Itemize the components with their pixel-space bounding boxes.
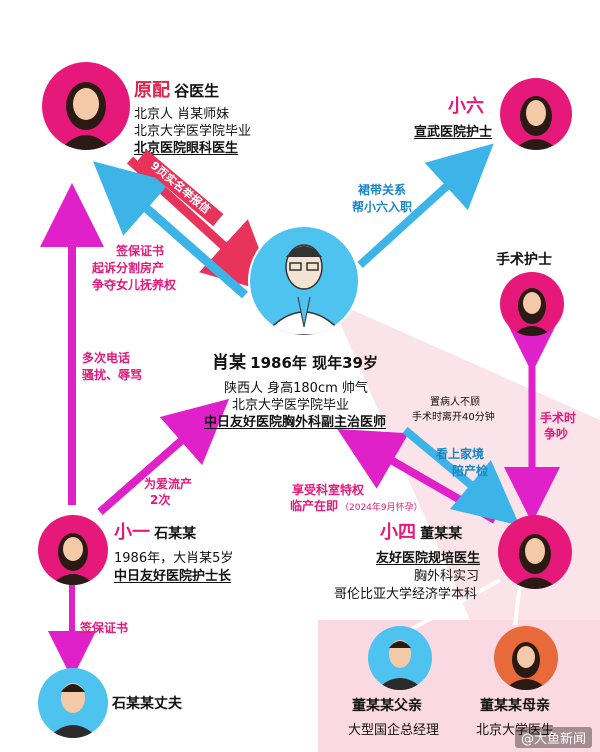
mother-label: 董某某母亲	[480, 698, 550, 714]
center-avatar	[248, 225, 360, 337]
link-xiaosi-father	[409, 578, 501, 632]
husband-label: 石某某丈夫	[112, 696, 182, 712]
xiaoliu-tag: 小六	[448, 96, 484, 117]
xiaoyi-name: 石某某	[154, 526, 197, 542]
label-surgery-note-1: 置病人不顾	[430, 397, 480, 408]
label-center-to-xiaosi-2: 陪产检	[452, 464, 489, 478]
wife-line1: 北京人 肖某师妹	[134, 107, 230, 122]
center-line2: 陕西人 身高180cm 帅气	[224, 381, 368, 396]
arrow-center-to-wife	[92, 161, 248, 299]
arrow-center-to-xiaosi	[402, 426, 520, 526]
surgical-nurse-avatar	[500, 272, 564, 336]
man-icon	[376, 640, 424, 690]
xiaosi-name: 董某某	[420, 526, 463, 542]
wife-tag: 原配	[134, 80, 170, 101]
woman-icon	[512, 288, 552, 336]
watermark: @大鱼新闻	[514, 727, 592, 748]
wife-avatar	[42, 62, 130, 150]
label-center-to-wife-1: 签保证书	[116, 244, 165, 258]
mother-sub: 北京大学医生	[476, 723, 555, 738]
label-xiaoyi-to-center-1: 为爱流产	[144, 477, 193, 491]
xiaosi-line2: 胸外科实习	[414, 569, 480, 584]
label-xiaosi-to-center-3: （2024年9月怀孕）	[340, 503, 423, 513]
label-center-to-xiaoliu-1: 裙带关系	[358, 183, 407, 197]
xiaoliu-line1: 宣武医院护士	[414, 125, 493, 140]
center-name: 肖某	[212, 353, 246, 373]
wife-name: 谷医生	[174, 82, 220, 100]
woman-icon	[60, 82, 112, 150]
label-center-to-wife-3: 争夺女儿抚养权	[92, 278, 177, 292]
label-xiaosi-to-center-1: 享受科室特权	[292, 483, 365, 497]
label-xiaoyi-to-wife-1: 多次电话	[82, 351, 131, 365]
xiaoliu-avatar	[500, 78, 572, 150]
label-center-to-xiaosi-1: 看上家境	[436, 447, 485, 461]
man-icon	[48, 683, 98, 738]
label-xiaoyi-to-wife-2: 骚扰、辱骂	[82, 368, 143, 382]
center-line3: 北京大学医学院毕业	[232, 398, 350, 413]
label-nurse-xiaosi-2: 争吵	[544, 427, 569, 441]
xiaoyi-tag: 小一	[114, 522, 150, 543]
center-line1: 1986年 现年39岁	[250, 354, 378, 372]
woman-icon	[51, 533, 95, 585]
father-label: 董某某父亲	[352, 698, 422, 714]
woman-icon	[514, 96, 558, 150]
xiaosi-avatar	[498, 515, 572, 589]
wife-line3: 北京医院眼科医生	[134, 141, 239, 156]
surgical-nurse-label: 手术护士	[496, 252, 552, 268]
father-avatar	[368, 626, 432, 690]
woman-icon	[512, 534, 558, 589]
center-line4: 中日友好医院胸外科副主治医师	[204, 415, 387, 430]
husband-avatar	[38, 668, 108, 738]
xiaosi-tag: 小四	[380, 522, 416, 543]
xiaosi-line3: 哥伦比亚大学经济学本科	[334, 587, 478, 602]
arrow-xiaoyi-to-center	[97, 398, 230, 516]
label-surgery-note-2: 手术时离开40分钟	[412, 412, 495, 423]
xiaoyi-line1: 1986年，大肖某5岁	[114, 551, 234, 566]
label-center-to-xiaoliu-2: 帮小六入职	[352, 200, 413, 214]
label-center-to-wife-2: 起诉分割房产	[92, 261, 165, 275]
father-sub: 大型国企总经理	[348, 723, 440, 738]
doctor-man-icon	[263, 244, 345, 335]
arrow-center-to-xiaoliu	[357, 143, 494, 268]
label-xiaoyi-to-husband: 签保证书	[80, 621, 129, 635]
xiaosi-line1: 友好医院规培医生	[376, 551, 481, 566]
wife-line2: 北京大学医学院毕业	[134, 124, 252, 139]
mother-avatar	[494, 626, 558, 690]
label-xiaosi-to-center-2: 临产在即	[290, 499, 339, 513]
xiaoyi-avatar	[38, 515, 108, 585]
label-xiaoyi-to-center-2: 2次	[150, 493, 171, 507]
label-nurse-xiaosi-1: 手术时	[540, 411, 577, 425]
link-xiaosi-mother	[513, 584, 522, 626]
xiaoyi-line2: 中日友好医院护士长	[114, 569, 232, 584]
woman-icon	[504, 642, 548, 690]
